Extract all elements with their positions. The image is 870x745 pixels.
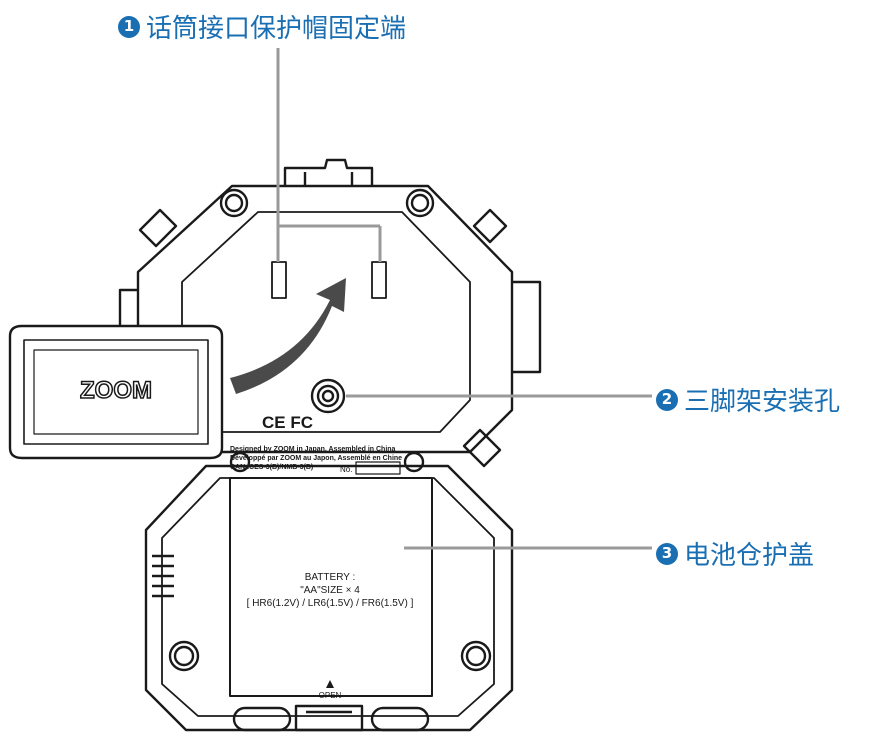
callout-tripod-hole: 2 三脚架安装孔 [656, 381, 840, 418]
rotate-arrow [230, 278, 346, 394]
open-label: OPEN [319, 691, 342, 700]
tripod-hole [310, 378, 346, 414]
callout-label-3: 电池仓护盖 [684, 541, 815, 571]
regulatory-line-1: Designed by ZOOM in Japan, Assembled in … [230, 446, 396, 453]
battery-cover [229, 477, 433, 697]
regulatory-marks: CE FC [262, 413, 313, 432]
callout-battery-cover: 3 电池仓护盖 [656, 535, 814, 572]
lower-body-shell [144, 464, 514, 732]
open-arrow-icon [326, 680, 334, 688]
callout-badge-1: 1 [118, 15, 140, 38]
top-connector [283, 158, 374, 186]
serial-label: No. [340, 465, 352, 474]
callout-badge-3: 3 [656, 542, 678, 565]
cap-logo: ZOOM [80, 377, 152, 404]
battery-text-1: BATTERY : [305, 572, 356, 583]
mic-cap [8, 324, 224, 460]
leader-lines [276, 48, 652, 550]
callout-label-2: 三脚架安装孔 [684, 387, 841, 417]
callout-label-1: 话筒接口保护帽固定端 [146, 14, 407, 44]
battery-text-2: "AA"SIZE × 4 [300, 585, 360, 596]
regulatory-line-2: Développé par ZOOM au Japon, Assemblé en… [230, 455, 402, 462]
regulatory-line-3: CAN ICES-3(B)/NMB-3(B) [230, 464, 313, 471]
callout-badge-2: 2 [656, 388, 678, 411]
battery-text-3: [ HR6(1.2V) / LR6(1.5V) / FR6(1.5V) ] [247, 598, 414, 609]
callout-mic-cap-anchors: 1 话筒接口保护帽固定端 [118, 8, 406, 45]
